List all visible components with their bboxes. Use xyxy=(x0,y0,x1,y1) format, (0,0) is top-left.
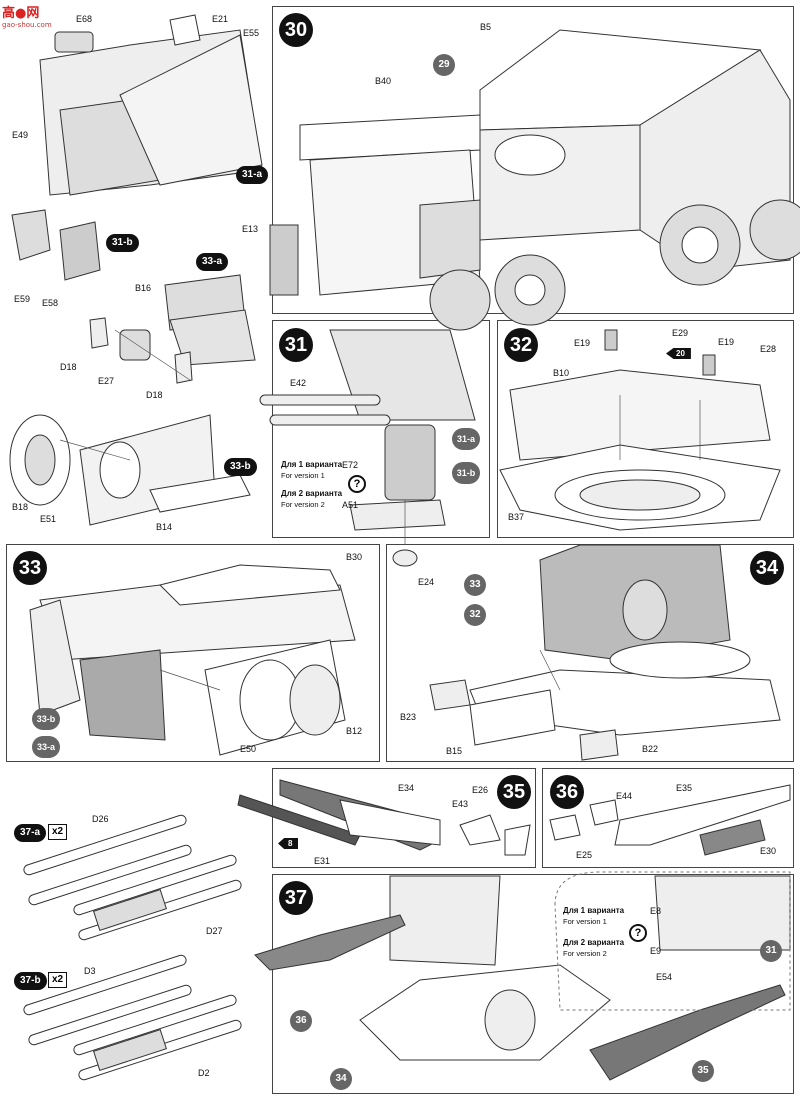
arrow-badge-20-text: 20 xyxy=(676,349,685,358)
watermark-url: gao-shou.com xyxy=(2,21,52,29)
part-label-B5: B5 xyxy=(480,22,492,32)
part-label-B40: B40 xyxy=(375,76,392,86)
subassembly-37b-label: 37-b xyxy=(14,972,47,990)
part-label-E50: E50 xyxy=(240,744,257,754)
ref-step-33: 33 xyxy=(464,574,486,596)
step-36-number: 36 xyxy=(550,775,584,809)
part-label-E13: E13 xyxy=(242,224,259,234)
version-1-en-31: For version 1 xyxy=(281,471,325,480)
step-35-number: 35 xyxy=(497,775,531,809)
part-label-E55: E55 xyxy=(243,28,260,38)
watermark-logo: 高●网 gao-shou.com xyxy=(2,2,52,29)
step-30-number: 30 xyxy=(279,13,313,47)
ref-33a: 33-a xyxy=(32,736,60,758)
part-label-B15: B15 xyxy=(446,746,463,756)
part-label-E24: E24 xyxy=(418,577,435,587)
part-label-B23: B23 xyxy=(400,712,417,722)
part-label-B18: B18 xyxy=(12,502,29,512)
part-label-D3: D3 xyxy=(84,966,96,976)
version-question-37: ? xyxy=(629,924,647,942)
watermark-title: 高●网 xyxy=(2,6,40,21)
part-label-E49: E49 xyxy=(12,130,29,140)
part-label-D18-right: D18 xyxy=(146,390,163,400)
multiplier-37a: x2 xyxy=(48,824,68,840)
ref-step-31: 31 xyxy=(760,940,782,962)
part-label-E59: E59 xyxy=(14,294,31,304)
part-label-E19-right: E19 xyxy=(718,337,735,347)
part-label-E54: E54 xyxy=(656,972,673,982)
part-label-E28: E28 xyxy=(760,344,777,354)
part-label-B10: B10 xyxy=(553,368,570,378)
part-label-B22: B22 xyxy=(642,744,659,754)
part-label-E51: E51 xyxy=(40,514,57,524)
part-label-E26: E26 xyxy=(472,785,489,795)
ref-step-34: 34 xyxy=(330,1068,352,1090)
version-1-en-37: For version 1 xyxy=(563,917,607,926)
ref-step-29: 29 xyxy=(433,54,455,76)
subassembly-33a-label: 33-a xyxy=(196,253,229,271)
part-label-A51: A51 xyxy=(342,500,359,510)
version-question-31: ? xyxy=(348,475,366,493)
part-label-E19-left: E19 xyxy=(574,338,591,348)
part-label-D18-left: D18 xyxy=(60,362,77,372)
ref-31a: 31-a xyxy=(452,428,480,450)
step-34-number: 34 xyxy=(750,551,784,585)
version-1-ru-37: Для 1 варианта xyxy=(563,906,625,915)
version-2-ru-31: Для 2 варианта xyxy=(281,489,343,498)
ref-step-35: 35 xyxy=(692,1060,714,1082)
part-label-B14: B14 xyxy=(156,522,173,532)
part-label-E42: E42 xyxy=(290,378,307,388)
version-2-en-31: For version 2 xyxy=(281,500,325,509)
step-31-number: 31 xyxy=(279,328,313,362)
arrow-badge-8: 8 xyxy=(278,838,299,849)
step-37-number: 37 xyxy=(279,881,313,915)
multiplier-37b: x2 xyxy=(48,972,68,988)
part-label-E21: E21 xyxy=(212,14,229,24)
part-label-E27: E27 xyxy=(98,376,115,386)
part-label-E43: E43 xyxy=(452,799,469,809)
part-label-E68: E68 xyxy=(76,14,93,24)
step-32-number: 32 xyxy=(504,328,538,362)
ref-step-32: 32 xyxy=(464,604,486,626)
part-label-B30: B30 xyxy=(346,552,363,562)
part-label-D2: D2 xyxy=(198,1068,210,1078)
part-label-E8: E8 xyxy=(650,906,662,916)
part-label-D27: D27 xyxy=(206,926,223,936)
version-2-ru-37: Для 2 варианта xyxy=(563,938,625,947)
part-label-E9: E9 xyxy=(650,946,662,956)
ref-31b: 31-b xyxy=(452,462,480,484)
step-33-number: 33 xyxy=(13,551,47,585)
part-label-E58: E58 xyxy=(42,298,59,308)
part-label-E31: E31 xyxy=(314,856,331,866)
part-label-B12: B12 xyxy=(346,726,363,736)
part-label-E34: E34 xyxy=(398,783,415,793)
version-2-en-37: For version 2 xyxy=(563,949,607,958)
subassembly-33b-label: 33-b xyxy=(224,458,257,476)
version-1-ru-31: Для 1 варианта xyxy=(281,460,343,469)
subassembly-31a-label: 31-a xyxy=(236,166,269,184)
subassembly-37a-label: 37-a xyxy=(14,824,47,842)
part-label-E72: E72 xyxy=(342,460,359,470)
part-label-B16: B16 xyxy=(135,283,152,293)
subassembly-31b-label: 31-b xyxy=(106,234,139,252)
part-label-E25: E25 xyxy=(576,850,593,860)
part-label-D26: D26 xyxy=(92,814,109,824)
part-label-E30: E30 xyxy=(760,846,777,856)
part-label-E44: E44 xyxy=(616,791,633,801)
arrow-badge-20: 20 xyxy=(666,348,691,359)
arrow-badge-8-text: 8 xyxy=(288,839,293,848)
ref-33b: 33-b xyxy=(32,708,60,730)
part-label-B37: B37 xyxy=(508,512,525,522)
part-label-E29: E29 xyxy=(672,328,689,338)
part-label-E35: E35 xyxy=(676,783,693,793)
ref-step-36: 36 xyxy=(290,1010,312,1032)
